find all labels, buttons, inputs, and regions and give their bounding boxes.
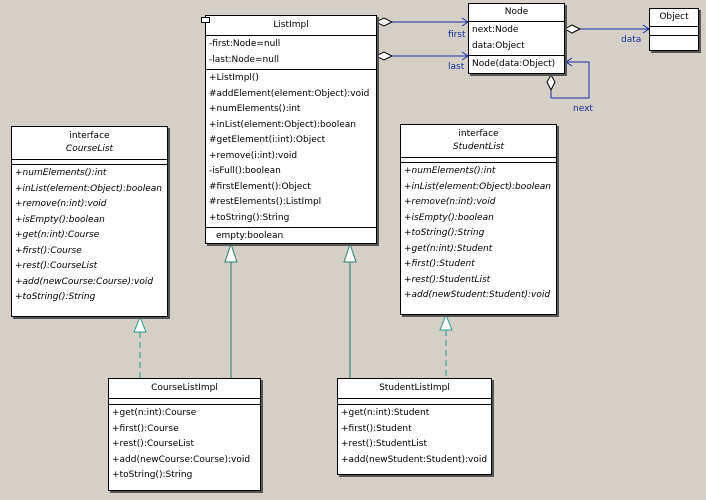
- operations-section: +get(n:int):Course +first():Course +rest…: [109, 404, 260, 485]
- operation: +toString():String: [404, 228, 485, 238]
- aggregation-diamond-last: [374, 51, 394, 61]
- operation: +ListImpl(): [209, 73, 259, 83]
- operation: +numElements():int: [404, 166, 496, 176]
- attribute: -last:Node=null: [209, 54, 279, 65]
- attribute: -first:Node=null: [209, 39, 281, 49]
- operation: +add(newStudent:Student):void: [341, 454, 488, 465]
- class-node[interactable]: Node next:Node data:Object Node(data:Obj…: [468, 3, 565, 74]
- package-icon: [201, 17, 210, 23]
- class-name: CourseListImpl: [151, 383, 218, 393]
- aggregation-diamond-next: [546, 73, 556, 92]
- operation: +get(n:int):Course: [15, 230, 100, 240]
- class-header: Node: [469, 4, 564, 21]
- operation: #firstElement():Object: [209, 181, 311, 192]
- generalization-arrow-studentlistimpl: [343, 242, 357, 263]
- operations-section: [650, 35, 698, 44]
- operation: +numElements():int: [209, 104, 301, 114]
- class-name: Node: [504, 7, 529, 17]
- class-name: StudentListImpl: [379, 383, 450, 393]
- association-label-first: first: [448, 30, 466, 40]
- class-header: ListImpl: [206, 16, 376, 35]
- operation: #getElement(i:int):Object: [209, 135, 326, 145]
- operation: -isFull():boolean: [209, 166, 281, 176]
- operation: +isEmpty():boolean: [15, 214, 105, 225]
- aggregation-diamond-data: [563, 24, 582, 34]
- attributes-section: -first:Node=null -last:Node=null: [206, 35, 376, 69]
- operation: +inList(element:Object):boolean: [15, 183, 162, 194]
- interface-courselist[interactable]: interface CourseList +numElements():int …: [11, 126, 168, 317]
- attributes-section: [401, 157, 556, 162]
- class-name: Object: [659, 12, 689, 22]
- stereotype-label: interface: [458, 129, 499, 139]
- class-header: interface CourseList: [12, 127, 167, 159]
- operation: +toString():String: [15, 292, 96, 302]
- association-label-next: next: [573, 104, 593, 114]
- attribute: data:Object: [472, 40, 525, 51]
- operation: #addElement(element:Object):void: [209, 88, 370, 99]
- attribute: empty:boolean: [216, 231, 284, 241]
- aggregation-diamond-first: [374, 17, 394, 27]
- realization-arrow-studentlist: [439, 313, 453, 331]
- operation: +inList(element:Object):boolean: [209, 119, 356, 130]
- attributes-section: [109, 398, 260, 404]
- class-listimpl[interactable]: ListImpl -first:Node=null -last:Node=nul…: [205, 15, 377, 244]
- stereotype-label: interface: [69, 131, 110, 141]
- attributes-section: [338, 398, 491, 404]
- operation: +inList(element:Object):boolean: [404, 181, 551, 192]
- operations-section: +numElements():int +inList(element:Objec…: [12, 164, 167, 307]
- association-label-last: last: [448, 62, 465, 72]
- operation: +get(n:int):Student: [341, 408, 430, 418]
- operation: +get(n:int):Student: [404, 243, 493, 254]
- operation: +first():Course: [15, 245, 82, 256]
- class-courselistimpl[interactable]: CourseListImpl +get(n:int):Course +first…: [108, 378, 261, 491]
- association-next-line: [550, 61, 590, 99]
- class-name: StudentList: [452, 142, 505, 152]
- attributes-section: [650, 26, 698, 35]
- operations-section: +get(n:int):Student +first():Student +re…: [338, 404, 491, 469]
- operation: #restElements():ListImpl: [209, 197, 322, 207]
- attributes-section: next:Node data:Object: [469, 21, 564, 55]
- operations-section: +ListImpl() #addElement(element:Object):…: [206, 69, 376, 227]
- operation: +get(n:int):Course: [112, 408, 197, 418]
- association-label-data: data: [621, 35, 642, 45]
- attribute: next:Node: [472, 25, 519, 35]
- class-studentlistimpl[interactable]: StudentListImpl +get(n:int):Student +fir…: [337, 378, 492, 475]
- generalization-arrow-courselistimpl: [224, 242, 238, 263]
- operation: +rest():CourseList: [15, 261, 98, 271]
- extra-section: empty:boolean: [206, 227, 376, 246]
- operation: +numElements():int: [15, 168, 107, 178]
- operation: +remove(i:int):void: [209, 150, 298, 161]
- operation: +first():Student: [404, 259, 475, 269]
- operation: +remove(n:int):void: [15, 199, 107, 209]
- operation: +add(newCourse:Course):void: [112, 454, 251, 465]
- class-header: CourseListImpl: [109, 379, 260, 398]
- operation: +rest():CourseList: [112, 439, 195, 449]
- class-header: Object: [650, 9, 698, 26]
- operation: +remove(n:int):void: [404, 197, 496, 207]
- operation: +rest():StudentList: [404, 274, 491, 285]
- operation: +first():Course: [112, 423, 179, 434]
- operations-section: Node(data:Object): [469, 55, 564, 74]
- class-header: StudentListImpl: [338, 379, 491, 398]
- class-name: CourseList: [65, 144, 114, 154]
- operation: +add(newStudent:Student):void: [404, 290, 551, 300]
- operation: +first():Student: [341, 423, 412, 434]
- operation: +add(newCourse:Course):void: [15, 276, 154, 287]
- interface-studentlist[interactable]: interface StudentList +numElements():int…: [400, 124, 557, 315]
- operations-section: +numElements():int +inList(element:Objec…: [401, 162, 556, 305]
- operation: +rest():StudentList: [341, 439, 428, 449]
- class-name: ListImpl: [273, 20, 309, 30]
- operation: +isEmpty():boolean: [404, 212, 494, 223]
- class-object[interactable]: Object: [649, 8, 699, 51]
- operation: Node(data:Object): [472, 59, 556, 69]
- operation: +toString():String: [112, 470, 193, 480]
- attributes-section: [12, 159, 167, 164]
- operation: +toString():String: [209, 212, 290, 223]
- class-header: interface StudentList: [401, 125, 556, 157]
- realization-arrow-courselist: [133, 315, 147, 333]
